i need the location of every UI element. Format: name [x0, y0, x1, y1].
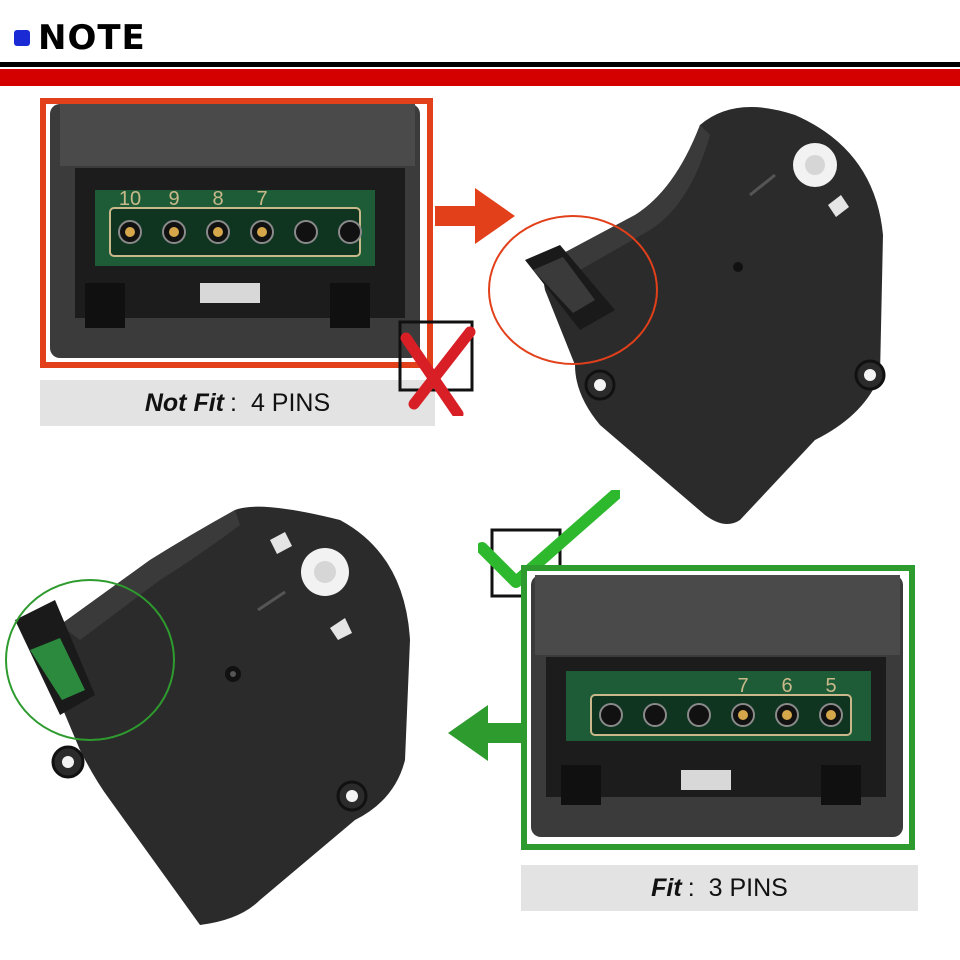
fit-pin-number: 7	[737, 675, 748, 697]
not-fit-pin-number: 7	[256, 188, 267, 210]
not-fit-pin-number: 9	[168, 188, 179, 210]
header-red-band	[0, 69, 960, 86]
not-fit-pin	[257, 227, 267, 237]
fit-pin	[826, 710, 836, 720]
actuator-photo-not-fit	[485, 95, 955, 535]
not-fit-caption-pins: 4 PINS	[250, 388, 331, 417]
fit-pin-number: 6	[781, 675, 792, 697]
fit-pin	[738, 710, 748, 720]
not-fit-pin-number: 10	[119, 188, 141, 210]
fit-caption-pins: 3 PINS	[708, 873, 788, 902]
red-cross-icon	[398, 318, 480, 416]
not-fit-pin-number: 8	[212, 188, 223, 210]
not-fit-empty-socket	[294, 220, 318, 244]
note-title: NOTE	[38, 18, 146, 58]
fit-caption-separator: :	[687, 873, 695, 902]
green-arrow-left-icon	[448, 705, 528, 761]
not-fit-caption-separator: :	[229, 388, 237, 417]
note-bullet-icon	[14, 30, 30, 46]
not-fit-caption-label: Not Fit	[144, 388, 224, 417]
fit-pin-number: 5	[825, 675, 836, 697]
fit-connector-photo: 7 6 5	[521, 565, 915, 850]
fit-pin	[782, 710, 792, 720]
not-fit-caption: Not Fit: 4 PINS	[40, 380, 435, 426]
header-divider	[0, 62, 960, 67]
not-fit-empty-socket	[338, 220, 362, 244]
not-fit-pin	[125, 227, 135, 237]
not-fit-connector-photo: 10 9 8 7	[40, 98, 433, 368]
fit-empty-socket	[643, 703, 667, 727]
not-fit-pin	[213, 227, 223, 237]
fit-caption: Fit: 3 PINS	[521, 865, 918, 911]
fit-empty-socket	[599, 703, 623, 727]
fit-caption-label: Fit	[651, 873, 682, 902]
actuator-photo-fit	[0, 500, 470, 950]
not-fit-pin	[169, 227, 179, 237]
fit-empty-socket	[687, 703, 711, 727]
note-header: NOTE	[0, 0, 960, 90]
red-arrow-right-icon	[435, 188, 515, 244]
